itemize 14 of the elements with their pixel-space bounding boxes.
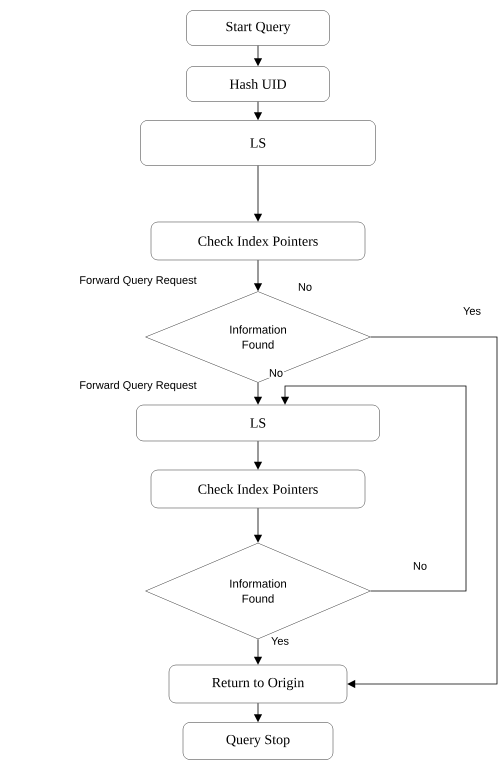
edge-label: No xyxy=(412,561,428,571)
process-box: Query Stop xyxy=(182,722,334,760)
note-label: No xyxy=(298,283,312,291)
process-box: Hash UID xyxy=(186,66,330,102)
process-box: Check Index Pointers xyxy=(150,470,366,508)
process-box: LS xyxy=(136,404,380,442)
edge-label: No xyxy=(268,368,284,378)
process-box: LS xyxy=(140,120,376,166)
process-box: Check Index Pointers xyxy=(150,222,366,260)
edge-label: Yes xyxy=(462,306,482,316)
process-box: Start Query xyxy=(186,10,330,46)
note-label: Forward Query Request xyxy=(80,380,197,392)
process-box: Return to Origin xyxy=(168,664,348,704)
note-label: Forward Query Request xyxy=(80,276,197,286)
